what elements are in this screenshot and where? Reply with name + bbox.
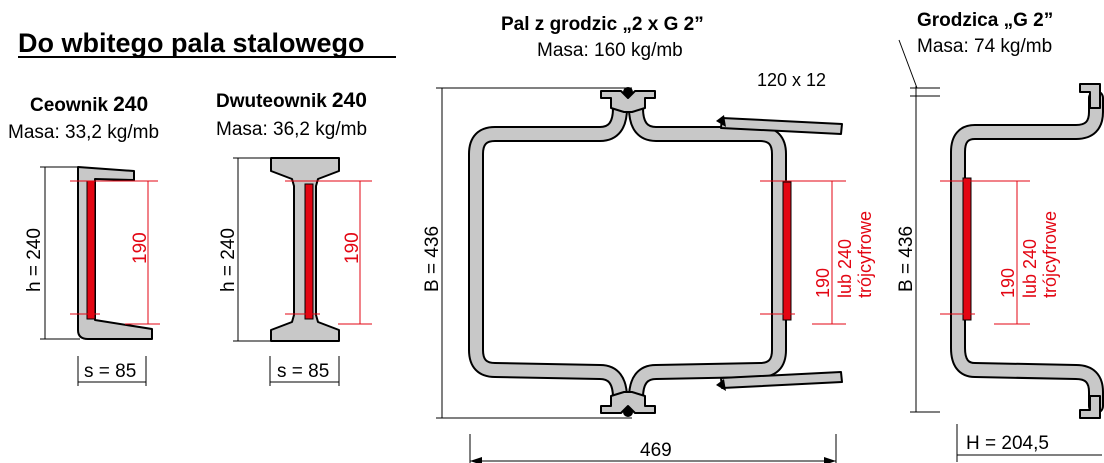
grodzica-section: Grodzica „G 2” Masa: 74 kg/mb B = 436 19… bbox=[896, 10, 1104, 462]
pal-top-cover-plate bbox=[720, 117, 843, 135]
pal-weld-label-2: lub 240 bbox=[835, 239, 855, 298]
ceownik-weld-label: 190 bbox=[130, 232, 151, 264]
ceownik-mass: Masa: 33,2 kg/mb bbox=[8, 122, 159, 143]
pal-weld-label-3: trójcyfrowe bbox=[855, 211, 875, 298]
grodzica-weld-label-3: trójcyfrowe bbox=[1040, 211, 1060, 298]
pal-left-pile bbox=[470, 102, 626, 404]
pal-right-pile-outline bbox=[628, 100, 787, 406]
dwuteownik-size: 240 bbox=[332, 89, 367, 112]
grodzica-weld-label-1: 190 bbox=[998, 268, 1018, 298]
page-title: Do wbitego pala stalowego bbox=[18, 28, 365, 58]
pal-width-label: 469 bbox=[640, 440, 672, 461]
dwuteownik-name: Dwuteownik bbox=[216, 91, 327, 112]
dwuteownik-s-label: s = 85 bbox=[277, 361, 329, 382]
grodzica-h-label: H = 204,5 bbox=[966, 433, 1049, 454]
grodzica-name: Grodzica „G 2” bbox=[917, 10, 1053, 31]
grodzica-weld-plate bbox=[962, 177, 972, 321]
dwuteownik-mass: Masa: 36,2 kg/mb bbox=[216, 119, 367, 140]
ceownik-h-label: h = 240 bbox=[24, 228, 45, 292]
pal-b-label: B = 436 bbox=[422, 226, 443, 292]
dwuteownik-weld-label: 190 bbox=[342, 232, 363, 264]
pal-left-pile-outline bbox=[468, 100, 628, 406]
grodzica-pile bbox=[952, 92, 1102, 412]
pal-plate-label: 120 x 12 bbox=[757, 70, 826, 90]
ceownik-weld-plate bbox=[86, 180, 96, 320]
pal-mass: Masa: 160 kg/mb bbox=[537, 40, 683, 61]
pal-bottom-weld-dot bbox=[623, 407, 633, 417]
pal-weld-label-1: 190 bbox=[813, 268, 833, 298]
grodzica-top-interlock bbox=[1079, 83, 1101, 109]
ceownik-name: Ceownik bbox=[30, 95, 109, 116]
pal-name: Pal z grodzic „2 x G 2” bbox=[501, 14, 704, 35]
pal-section: Pal z grodzic „2 x G 2” Masa: 160 kg/mb … bbox=[422, 14, 875, 463]
pal-top-weld-dot bbox=[623, 87, 633, 97]
grodzica-mass: Masa: 74 kg/mb bbox=[917, 36, 1052, 57]
ceownik-s-label: s = 85 bbox=[84, 361, 136, 382]
grodzica-b-label: B = 436 bbox=[896, 226, 917, 292]
pal-weld-plate bbox=[782, 181, 792, 321]
pal-right-pile bbox=[630, 102, 785, 404]
grodzica-bottom-interlock bbox=[1079, 395, 1101, 419]
dwuteownik-weld-plate bbox=[304, 183, 314, 320]
dwuteownik-h-label: h = 240 bbox=[218, 228, 239, 292]
grodzica-weld-label-2: lub 240 bbox=[1020, 239, 1040, 298]
ceownik-size: 240 bbox=[113, 93, 148, 116]
grodzica-leader-line bbox=[898, 39, 918, 89]
